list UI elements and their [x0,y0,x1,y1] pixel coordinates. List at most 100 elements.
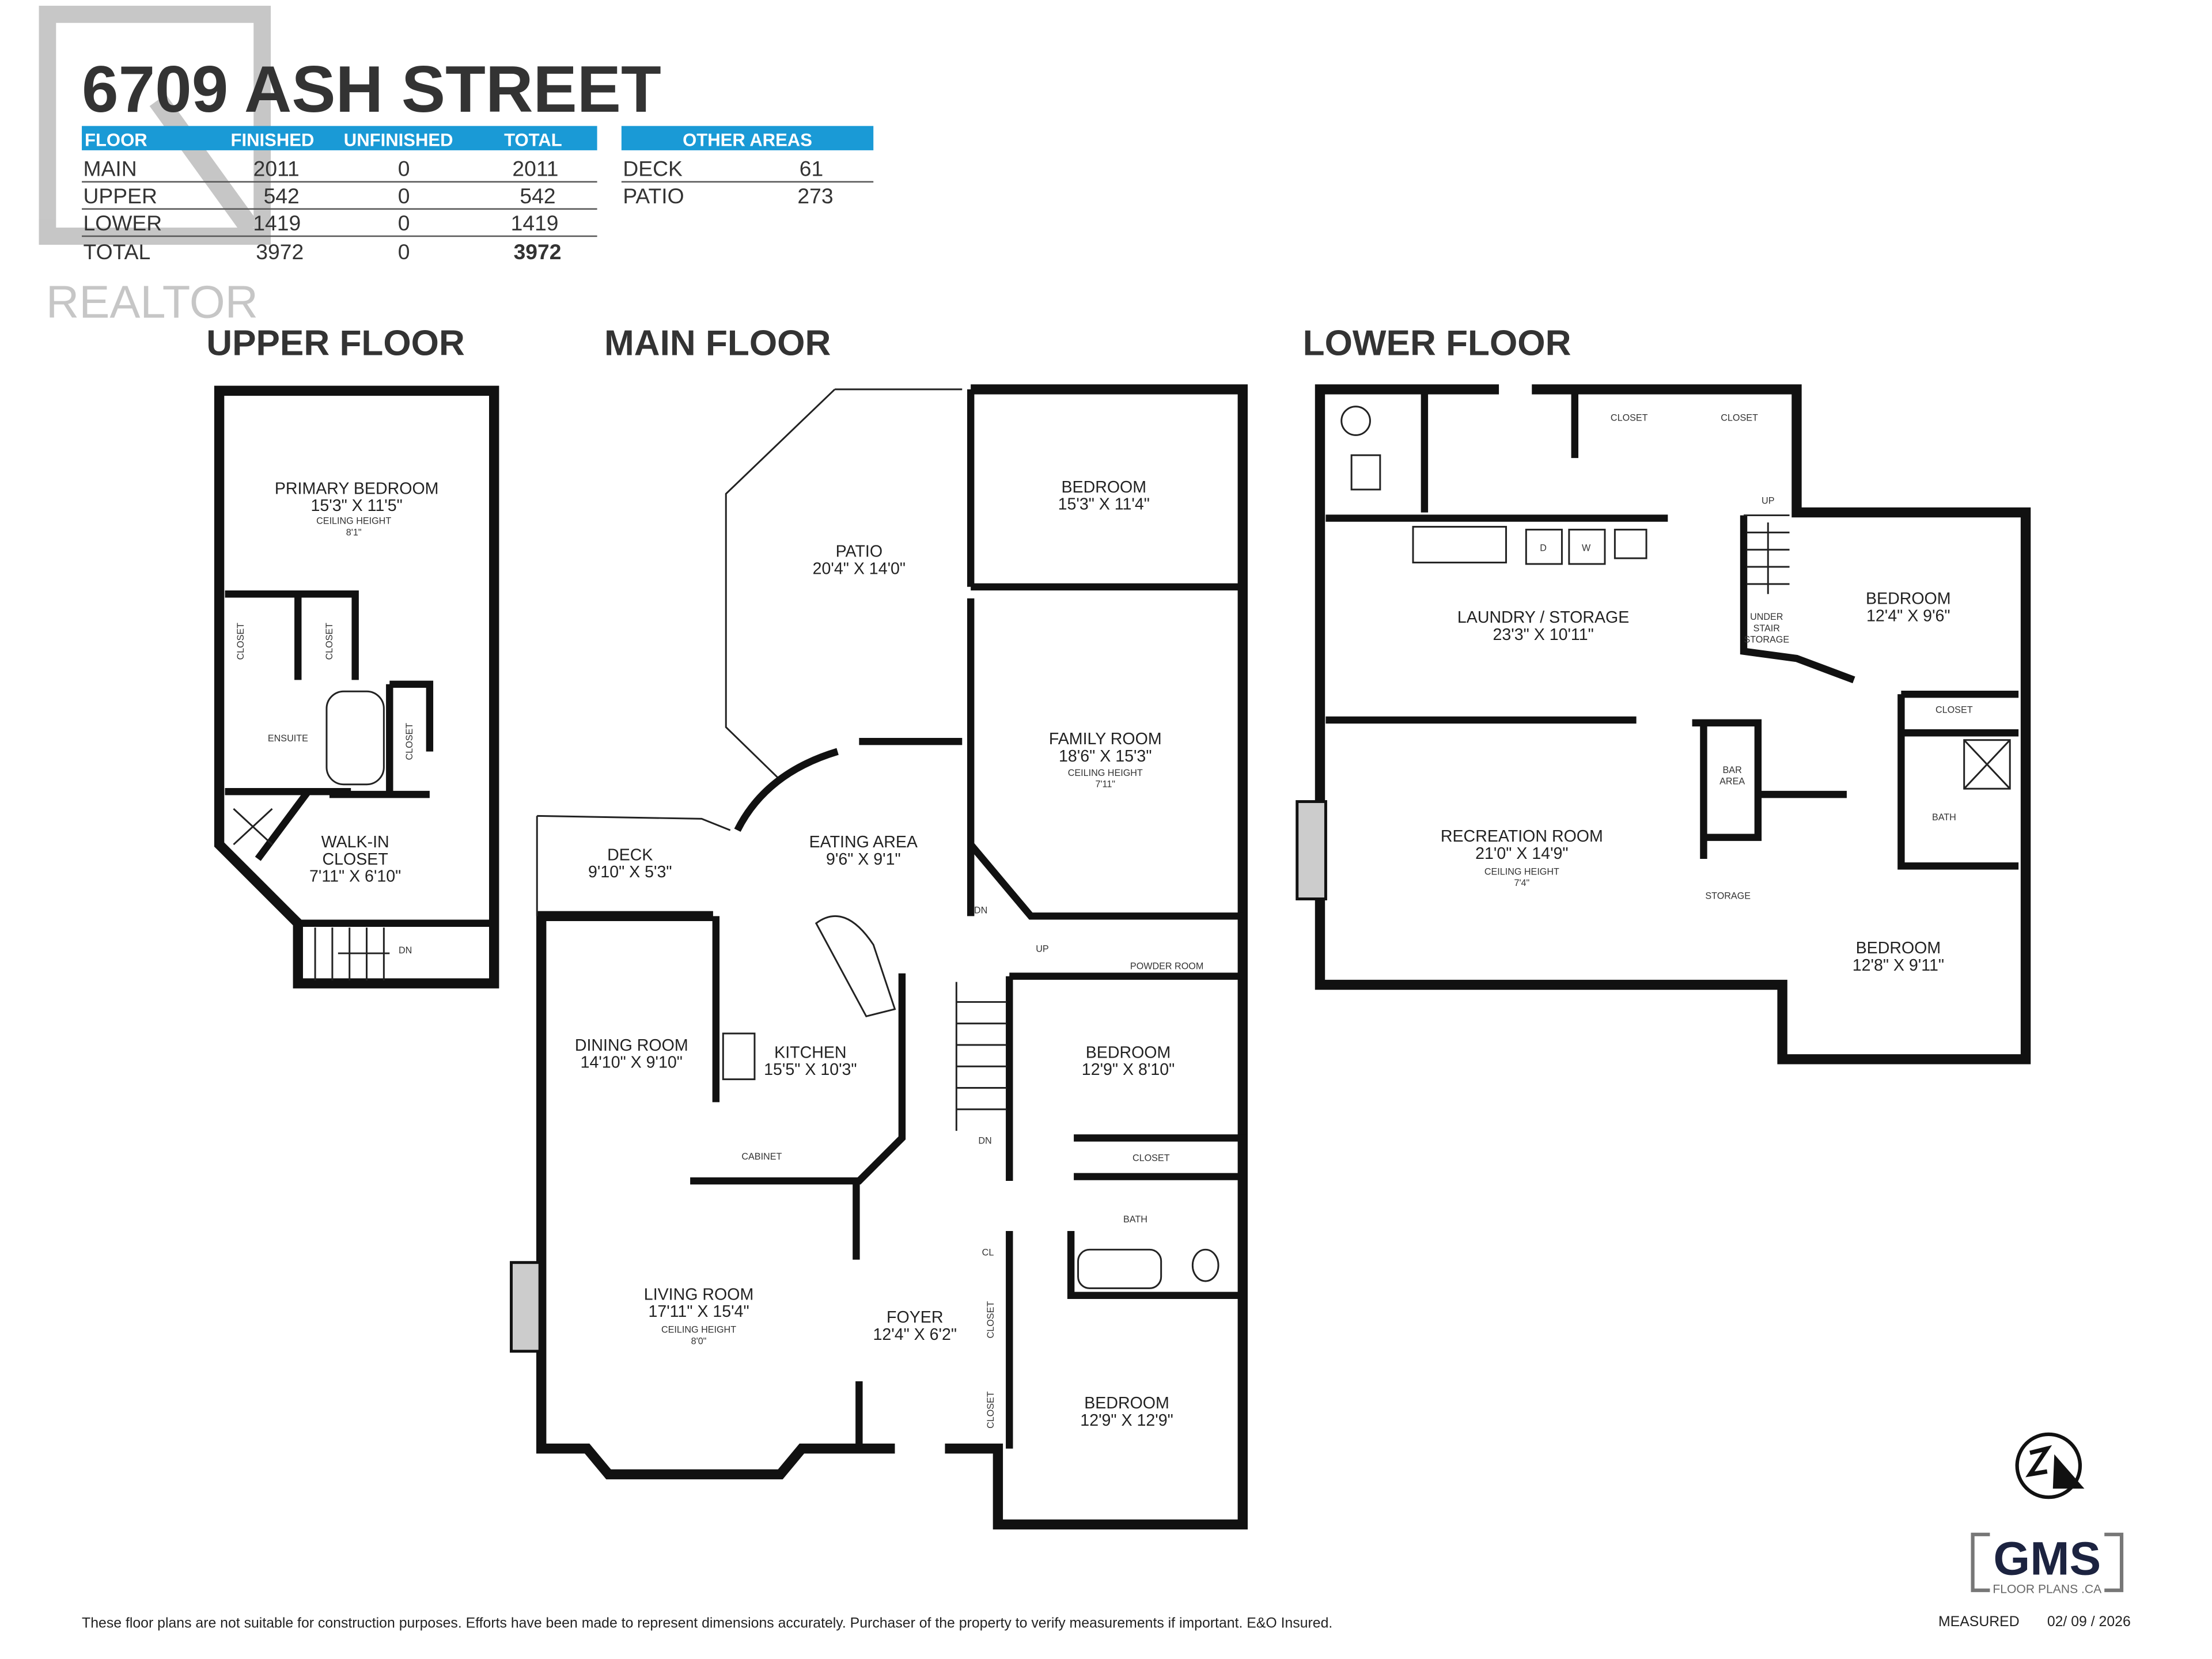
room-label: LOWER [84,211,162,235]
room-label: FLOOR PLANS .CA [1993,1583,2102,1596]
deck-label: DECK [623,157,683,181]
room-label: BEDROOM [1866,590,1951,608]
upper-floor-plan: PRIMARY BEDROOM 15'3" X 11'5" CEILING HE… [214,385,499,988]
room-label: POWDER ROOM [1130,961,1203,971]
fireplace-icon [1296,800,1327,901]
room-label: STORAGE [1705,891,1751,902]
room-label: UP [1036,944,1048,954]
room-label: BATH [1123,1214,1147,1225]
room-label: CLOSET [986,1391,996,1429]
room-label: CLOSET [1936,704,1973,715]
room-label: BAR [1723,765,1742,775]
room-label: CLOSET [324,623,335,660]
room-label: 14'10" X 9'10" [581,1054,683,1072]
furnace-icon [1340,406,1371,436]
room-label: 8'1" [346,527,362,537]
room-label: CLOSET [404,723,415,760]
room-label: CLOSET [323,850,388,869]
table-row: LOWER 1419 0 1419 [84,211,559,235]
room-label: 8'0" [691,1336,707,1346]
room-label: 9'10" X 5'3" [588,863,672,881]
washer-icon [1568,528,1606,565]
header-other-areas: OTHER AREAS [683,130,812,150]
room-label: 17'11" X 15'4" [648,1302,749,1321]
room-label: 12'8" X 9'11" [1853,956,1944,975]
room-label: GMS [1993,1532,2101,1585]
room-label: W [1582,543,1591,554]
room-label: DN [399,945,412,956]
room-label: 15'3" X 11'4" [1058,495,1150,514]
room-label: 0 [398,211,410,235]
room-label: DN [974,905,987,915]
room-label: CEILING HEIGHT [1068,768,1143,778]
shower-icon [1963,739,2011,790]
upper-floor-label: UPPER FLOOR [206,323,465,363]
main-floor-plan: PATIO 20'4" X 14'0" BEDROOM 15'3" X 11'4… [510,384,1248,1530]
sink-icon [1613,528,1647,559]
north-arrow-icon [2015,1432,2085,1499]
gms-logo: GMS FLOOR PLANS .CA [1971,1532,2124,1596]
room-label: DECK [607,846,653,864]
room-label: 2011 [512,157,558,181]
table-header-bar [82,126,597,150]
room-label: BATH [1932,812,1956,823]
room-label: AREA [1719,777,1745,787]
lower-floor-plan: LAUNDRY / STORAGE 23'3" X 10'11" BEDROOM… [1296,384,2031,1065]
water-heater-icon [1350,454,1381,491]
room-label: 21'0" X 14'9" [1475,844,1568,863]
room-label: LAUNDRY / STORAGE [1457,608,1629,627]
room-label: CLOSET [1611,413,1648,423]
room-label: CEILING HEIGHT [661,1324,736,1335]
room-label: 0 [398,240,410,264]
room-label: 23'3" X 10'11" [1493,626,1594,644]
measured-date: 02/ 09 / 2026 [2047,1614,2131,1630]
room-label: STAIR [1753,623,1780,634]
room-label: KITCHEN [774,1043,846,1062]
disclaimer: These floor plans are not suitable for c… [82,1615,1332,1631]
room-label: UNDER [1750,612,1783,622]
patio-label: PATIO [623,184,684,208]
room-label: 15'5" X 10'3" [764,1060,857,1079]
laundry-sink-icon [1412,525,1508,564]
main-floor-label: MAIN FLOOR [604,323,831,363]
header-total: TOTAL [504,130,562,150]
room-label: UP [1762,496,1774,506]
room-label: BEDROOM [1061,478,1146,497]
table-row: TOTAL 3972 0 3972 [84,240,562,264]
dryer-icon [1525,528,1563,565]
room-label: CLOSET [986,1301,996,1339]
room-label: 542 [520,184,555,208]
room-label: 12'9" X 8'10" [1082,1060,1175,1079]
room-label: CABINET [741,1152,782,1162]
room-label: CEILING HEIGHT [316,516,391,526]
room-label: 20'4" X 14'0" [813,559,906,578]
room-label: FAMILY ROOM [1049,730,1162,748]
room-label: BEDROOM [1086,1043,1171,1062]
room-label: BEDROOM [1856,939,1941,957]
room-label: 7'4" [1514,878,1529,888]
stove-icon [722,1032,756,1081]
bathtub-icon [1077,1248,1162,1289]
room-label: D [1540,543,1547,554]
room-label: FOYER [887,1308,943,1327]
other-areas-table: OTHER AREAS DECK 61 PATIO 273 [621,126,874,208]
room-label: 0 [398,157,410,181]
room-label: 18'6" X 15'3" [1059,747,1152,766]
room-label: 542 [264,184,300,208]
room-label: 12'4" X 9'6" [1866,607,1950,625]
deck-value: 61 [800,157,823,181]
room-label: 3972 [514,240,562,264]
room-label: 3972 [256,240,304,264]
measured-label: MEASURED [1938,1614,2020,1630]
room-label: 12'9" X 12'9" [1080,1411,1173,1430]
room-label: 15'3" X 11'5" [311,497,403,515]
room-label: DINING ROOM [575,1036,688,1055]
room-label: CLOSET [1132,1153,1170,1163]
room-label: 7'11" X 6'10" [309,868,401,886]
room-label: MAIN [84,157,137,181]
watermark-text: REALTOR [46,276,258,328]
room-label: LIVING ROOM [644,1285,753,1304]
room-label: CEILING HEIGHT [1484,866,1559,877]
fireplace-icon [510,1261,541,1353]
